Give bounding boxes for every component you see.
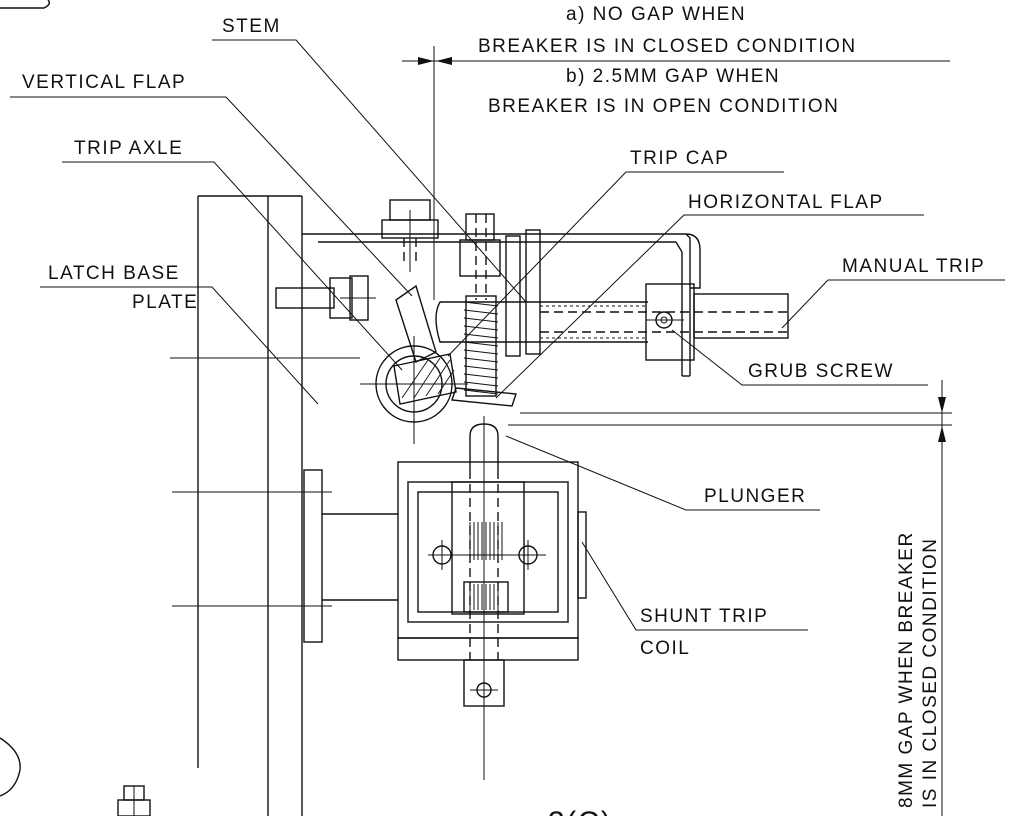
coil-mounting-bracket	[303, 469, 398, 643]
label-latch-base-line2: PLATE	[132, 292, 198, 313]
gap-note-line2: IS IN CLOSED CONDITION	[920, 537, 941, 808]
leader-lines	[10, 39, 1005, 631]
mounting-bracket	[302, 233, 701, 377]
side-bolt	[275, 275, 376, 321]
note-a-line2: BREAKER IS IN CLOSED CONDITION	[478, 36, 857, 57]
trip-axle	[360, 284, 468, 444]
label-latch-base-line1: LATCH BASE	[48, 263, 180, 284]
label-vertical-flap: VERTICAL FLAP	[22, 72, 186, 93]
label-plunger: PLUNGER	[704, 486, 806, 507]
label-trip-axle: TRIP AXLE	[74, 138, 183, 159]
label-shunt-trip-line1: SHUNT TRIP	[640, 606, 768, 627]
labels: STEM VERTICAL FLAP TRIP AXLE LATCH BASE …	[22, 4, 985, 816]
manual-trip-rod	[456, 283, 790, 361]
bracket-bolt	[381, 199, 439, 272]
shunt-trip-coil	[397, 461, 587, 707]
latch-base-plate	[170, 195, 360, 816]
label-trip-cap: TRIP CAP	[630, 148, 729, 169]
label-manual-trip: MANUAL TRIP	[842, 256, 985, 277]
label-shunt-trip-line2: COIL	[640, 638, 690, 659]
note-b-line2: BREAKER IS IN OPEN CONDITION	[488, 96, 839, 117]
label-horizontal-flap: HORIZONTAL FLAP	[688, 192, 884, 213]
label-stem: STEM	[222, 16, 281, 37]
gap-note-line1: 8MM GAP WHEN BREAKER	[896, 531, 917, 808]
top-gap-dimension	[402, 46, 950, 300]
top-left-fragment	[0, 0, 51, 9]
side-gap-dimension	[508, 380, 952, 816]
note-a-line1: a) NO GAP WHEN	[566, 4, 746, 25]
stem-spring	[459, 213, 541, 397]
plunger	[469, 416, 499, 780]
note-b-line1: b) 2.5MM GAP WHEN	[566, 66, 780, 87]
bottom-fragments	[0, 737, 151, 816]
label-bottom-fragment: 3(C)	[548, 806, 612, 816]
label-grub-screw: GRUB SCREW	[748, 361, 894, 382]
